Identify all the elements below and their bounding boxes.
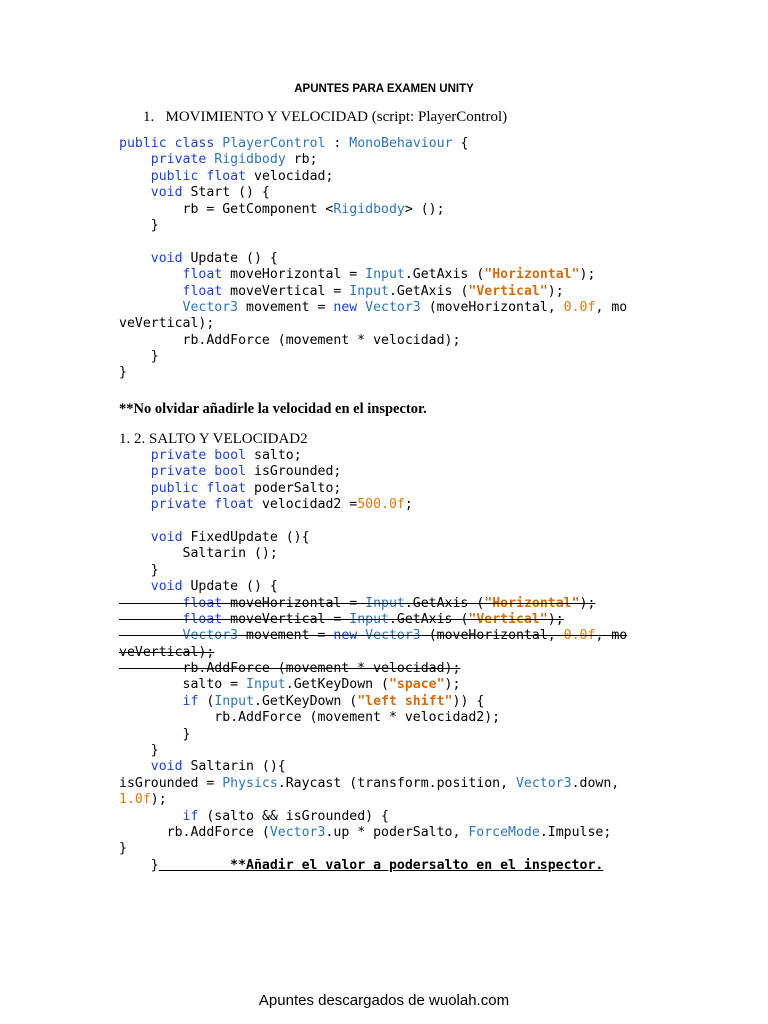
code2-line: void Saltarin (){ <box>150 759 286 775</box>
code1-line: rb.AddForce (movement * velocidad); <box>119 332 461 348</box>
code1-line: float moveVertical = Input.GetAxis ("Ver… <box>182 283 564 299</box>
velocity-inspector-note: **No olvidar añadirle la velocidad en el… <box>119 401 427 417</box>
code2-line: } <box>119 726 191 742</box>
code2-line: float moveVertical = Input.GetAxis ("Ver… <box>182 611 564 627</box>
footer-source: Apuntes descargados de wuolah.com <box>258 992 510 1009</box>
code2-line: } **Añadir el valor a podersalto en el i… <box>119 857 604 873</box>
podersalto-inspector-note: **Añadir el valor a podersalto en el ins… <box>158 857 604 873</box>
code1-line <box>119 234 719 250</box>
code1-line: rb = GetComponent <Rigidbody> (); <box>119 201 445 217</box>
code2-line: float moveHorizontal = Input.GetAxis ("H… <box>182 595 596 611</box>
code2-line: 1.0f); <box>119 792 167 808</box>
code2-line: if (salto && isGrounded) { <box>182 808 389 824</box>
code2-line: private bool salto; <box>150 448 302 463</box>
code2-line: veVertical); <box>119 644 215 660</box>
code2-line: } <box>119 562 159 578</box>
page-title: APUNTES PARA EXAMEN UNITY <box>294 83 474 95</box>
code2-line: } <box>119 743 159 759</box>
code1-line: veVertical); <box>119 316 215 332</box>
section-2-heading: 1. 2. SALTO Y VELOCIDAD2 <box>119 431 308 447</box>
code2-line: if (Input.GetKeyDown ("left shift")) { <box>182 693 485 709</box>
code2-line <box>119 514 719 530</box>
code2-line: isGrounded = Physics.Raycast (transform.… <box>119 775 620 791</box>
code2-line: salto = Input.GetKeyDown ("space"); <box>119 677 461 693</box>
code2-line: Vector3 movement = new Vector3 (moveHori… <box>182 628 628 644</box>
code1-line: void Start () { <box>150 185 270 201</box>
code2-line: Saltarin (); <box>119 546 278 562</box>
code2-line: rb.AddForce (Vector3.up * poderSalto, Fo… <box>119 824 612 840</box>
code1-line: public class PlayerControl : MonoBehavio… <box>119 136 469 151</box>
code1-line: float moveHorizontal = Input.GetAxis ("H… <box>182 267 596 283</box>
code2-line: rb.AddForce (movement * velocidad); <box>119 661 461 677</box>
code-block-salto: private bool salto; private bool isGroun… <box>119 448 719 874</box>
code2-line: rb.AddForce (movement * velocidad2); <box>119 710 501 726</box>
section-1-heading: 1. MOVIMIENTO Y VELOCIDAD (script: Playe… <box>143 109 508 125</box>
code-block-player-control: public class PlayerControl : MonoBehavio… <box>119 136 719 382</box>
code2-line: void Update () { <box>150 579 278 595</box>
code1-line: private Rigidbody rb; <box>150 152 318 168</box>
code2-line: private float velocidad2 =500.0f; <box>150 497 413 513</box>
code1-line: Vector3 movement = new Vector3 (moveHori… <box>182 299 628 315</box>
code2-line: void FixedUpdate (){ <box>150 529 310 545</box>
code1-line: } <box>119 349 159 365</box>
code1-line: } <box>119 365 127 381</box>
code1-line: void Update () { <box>150 250 278 266</box>
code1-line: } <box>119 217 159 233</box>
code2-line: } <box>119 841 127 857</box>
code2-line: public float poderSalto; <box>150 480 342 496</box>
code1-line: public float velocidad; <box>150 168 334 184</box>
code2-line: private bool isGrounded; <box>150 464 342 480</box>
